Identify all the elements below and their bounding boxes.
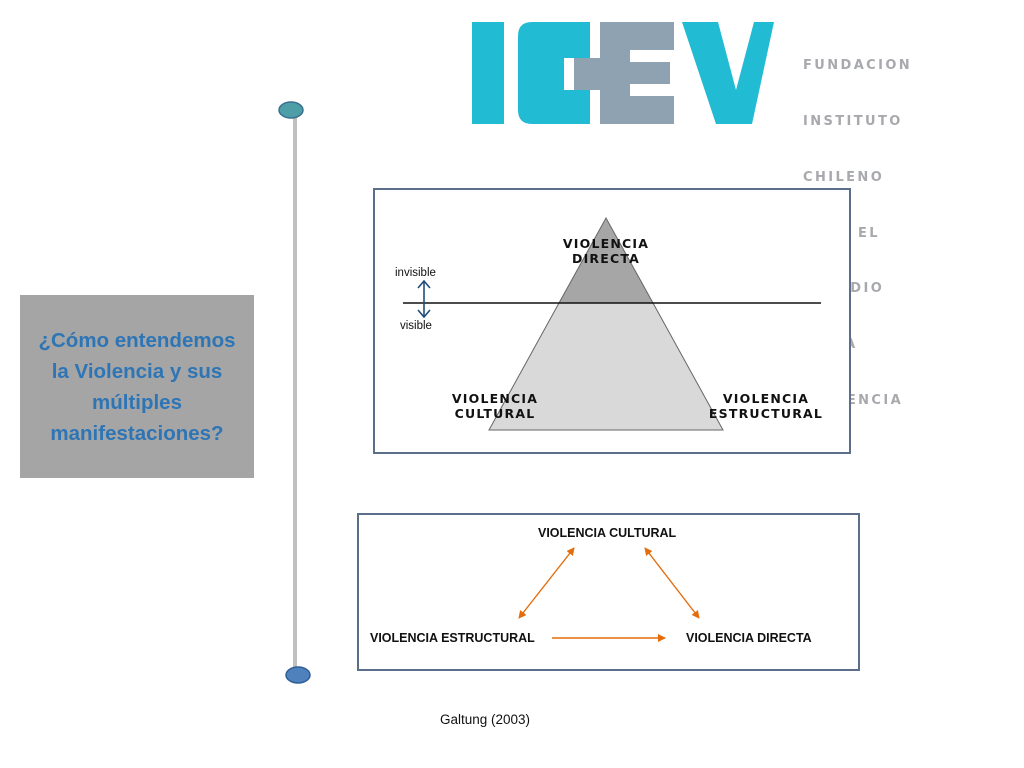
timeline-bottom-node [285,666,311,684]
arrow-down-head [417,309,431,319]
violence-cycle-diagram: VIOLENCIA CULTURAL VIOLENCIA ESTRUCTURAL… [357,513,860,671]
arrow-cultural-estructural [518,547,575,619]
arrow-cultural-directa [644,547,700,619]
cycle-graphic [518,547,700,642]
triangle-graphic [403,216,821,431]
violence-triangle-diagram: VIOLENCIA DIRECTA invisible visible VIOL… [373,188,851,454]
label-violencia-estructural: VIOLENCIA ESTRUCTURAL [708,391,824,421]
timeline [278,101,311,684]
question-text: ¿Cómo entendemos la Violencia y sus múlt… [38,328,236,445]
label-violencia-cultural: VIOLENCIA CULTURAL [538,526,677,540]
label-visible: visible [400,320,432,332]
logo-letter-e [574,22,674,124]
logo-line: FUNDACION [803,58,913,74]
icev-logo-mark [472,22,774,124]
label-violencia-directa: VIOLENCIA DIRECTA [686,631,812,645]
arrow-up-head [417,279,431,289]
label-invisible: invisible [395,267,436,279]
logo-letter-c [518,22,590,124]
icev-logo: FUNDACION INSTITUTO CHILENO PARA EL ESTU… [470,18,1000,408]
logo-line: INSTITUTO [803,113,903,129]
logo-letter-v [682,22,774,124]
logo-line: CHILENO [803,169,885,185]
label-violencia-directa: VIOLENCIA DIRECTA [562,236,650,266]
timeline-top-node [278,101,304,119]
question-box: ¿Cómo entendemos la Violencia y sus múlt… [20,295,254,478]
citation: Galtung (2003) [439,712,531,727]
label-violencia-cultural: VIOLENCIA CULTURAL [451,391,539,421]
logo-letter-i [472,22,504,124]
label-violencia-estructural: VIOLENCIA ESTRUCTURAL [370,631,535,645]
